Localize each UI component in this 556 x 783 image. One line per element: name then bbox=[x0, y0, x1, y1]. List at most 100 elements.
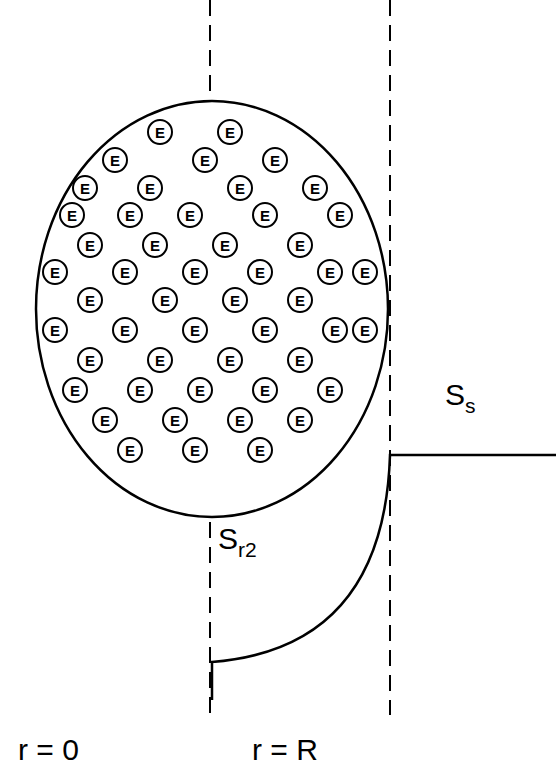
enzyme-letter: E bbox=[295, 413, 305, 428]
enzyme-circle: E bbox=[112, 259, 138, 285]
enzyme-circle: E bbox=[287, 407, 313, 433]
enzyme-letter: E bbox=[200, 153, 210, 168]
particle-outline bbox=[36, 101, 388, 517]
enzyme-circle: E bbox=[227, 175, 253, 201]
enzyme-letter: E bbox=[295, 238, 305, 253]
enzyme-circle: E bbox=[352, 317, 378, 343]
enzyme-circle: E bbox=[262, 147, 288, 173]
enzyme-circle: E bbox=[112, 317, 138, 343]
enzyme-letter: E bbox=[80, 181, 90, 196]
enzyme-circle: E bbox=[147, 119, 173, 145]
enzyme-circle: E bbox=[217, 119, 243, 145]
enzyme-letter: E bbox=[295, 353, 305, 368]
enzyme-circle: E bbox=[252, 317, 278, 343]
enzyme-letter: E bbox=[295, 293, 305, 308]
enzyme-circle: E bbox=[182, 437, 208, 463]
enzyme-circle: E bbox=[59, 202, 85, 228]
enzyme-circle: E bbox=[77, 287, 103, 313]
enzyme-letter: E bbox=[190, 265, 200, 280]
enzyme-circle: E bbox=[352, 259, 378, 285]
enzyme-circle: E bbox=[192, 147, 218, 173]
concentration-label: Sr2 bbox=[218, 522, 257, 555]
enzyme-letter: E bbox=[67, 208, 77, 223]
enzyme-letter: E bbox=[260, 383, 270, 398]
enzyme-letter: E bbox=[325, 383, 335, 398]
enzyme-letter: E bbox=[195, 383, 205, 398]
enzyme-circle: E bbox=[317, 259, 343, 285]
enzyme-letter: E bbox=[255, 443, 265, 458]
enzyme-letter: E bbox=[255, 265, 265, 280]
enzyme-letter: E bbox=[230, 293, 240, 308]
concentration-profile bbox=[212, 455, 556, 700]
enzyme-circle: E bbox=[77, 347, 103, 373]
enzyme-letter: E bbox=[235, 413, 245, 428]
enzyme-circle: E bbox=[252, 202, 278, 228]
enzyme-circle: E bbox=[317, 377, 343, 403]
enzyme-letter: E bbox=[170, 413, 180, 428]
enzyme-circle: E bbox=[137, 175, 163, 201]
enzyme-letter: E bbox=[260, 208, 270, 223]
enzyme-letter: E bbox=[270, 153, 280, 168]
enzyme-circle: E bbox=[247, 437, 273, 463]
enzyme-circle: E bbox=[217, 347, 243, 373]
enzyme-letter: E bbox=[120, 323, 130, 338]
enzyme-circle: E bbox=[287, 347, 313, 373]
enzyme-letter: E bbox=[225, 353, 235, 368]
enzyme-circle: E bbox=[102, 147, 128, 173]
surface-axis bbox=[389, 0, 391, 715]
enzyme-circle: E bbox=[152, 287, 178, 313]
enzyme-circle: E bbox=[72, 175, 98, 201]
enzyme-circle: E bbox=[222, 287, 248, 313]
enzyme-letter: E bbox=[360, 323, 370, 338]
center-axis bbox=[209, 522, 211, 715]
enzyme-circle: E bbox=[117, 437, 143, 463]
enzyme-circle: E bbox=[147, 347, 173, 373]
enzyme-circle: E bbox=[182, 317, 208, 343]
enzyme-circle: E bbox=[127, 377, 153, 403]
enzyme-letter: E bbox=[225, 125, 235, 140]
enzyme-circle: E bbox=[42, 259, 68, 285]
enzyme-letter: E bbox=[125, 208, 135, 223]
enzyme-letter: E bbox=[155, 125, 165, 140]
enzyme-letter: E bbox=[120, 265, 130, 280]
enzyme-letter: E bbox=[85, 238, 95, 253]
enzyme-letter: E bbox=[360, 265, 370, 280]
center-axis bbox=[209, 0, 211, 100]
enzyme-letter: E bbox=[220, 238, 230, 253]
enzyme-circle: E bbox=[187, 377, 213, 403]
enzyme-letter: E bbox=[260, 323, 270, 338]
enzyme-letter: E bbox=[100, 413, 110, 428]
enzyme-letter: E bbox=[125, 443, 135, 458]
enzyme-circle: E bbox=[252, 377, 278, 403]
enzyme-circle: E bbox=[212, 232, 238, 258]
enzyme-letter: E bbox=[135, 383, 145, 398]
enzyme-letter: E bbox=[190, 443, 200, 458]
enzyme-letter: E bbox=[110, 153, 120, 168]
enzyme-circle: E bbox=[92, 407, 118, 433]
enzyme-letter: E bbox=[190, 323, 200, 338]
enzyme-letter: E bbox=[335, 208, 345, 223]
enzyme-circle: E bbox=[62, 377, 88, 403]
enzyme-circle: E bbox=[322, 317, 348, 343]
radius-label: r = 0 bbox=[18, 733, 79, 766]
enzyme-letter: E bbox=[330, 323, 340, 338]
enzyme-letter: E bbox=[160, 293, 170, 308]
enzyme-circle: E bbox=[227, 407, 253, 433]
enzyme-circle: E bbox=[302, 175, 328, 201]
enzyme-letter: E bbox=[50, 265, 60, 280]
enzyme-circle: E bbox=[247, 259, 273, 285]
radius-label: r = R bbox=[252, 733, 318, 766]
enzyme-letter: E bbox=[85, 293, 95, 308]
enzyme-letter: E bbox=[185, 208, 195, 223]
enzyme-circle: E bbox=[177, 202, 203, 228]
enzyme-letter: E bbox=[145, 181, 155, 196]
enzyme-circle: E bbox=[77, 232, 103, 258]
enzyme-circle: E bbox=[287, 232, 313, 258]
enzyme-circle: E bbox=[182, 259, 208, 285]
enzyme-letter: E bbox=[85, 353, 95, 368]
enzyme-circle: E bbox=[287, 287, 313, 313]
enzyme-circle: E bbox=[327, 202, 353, 228]
enzyme-letter: E bbox=[70, 383, 80, 398]
enzyme-letter: E bbox=[325, 265, 335, 280]
enzyme-circle: E bbox=[142, 232, 168, 258]
